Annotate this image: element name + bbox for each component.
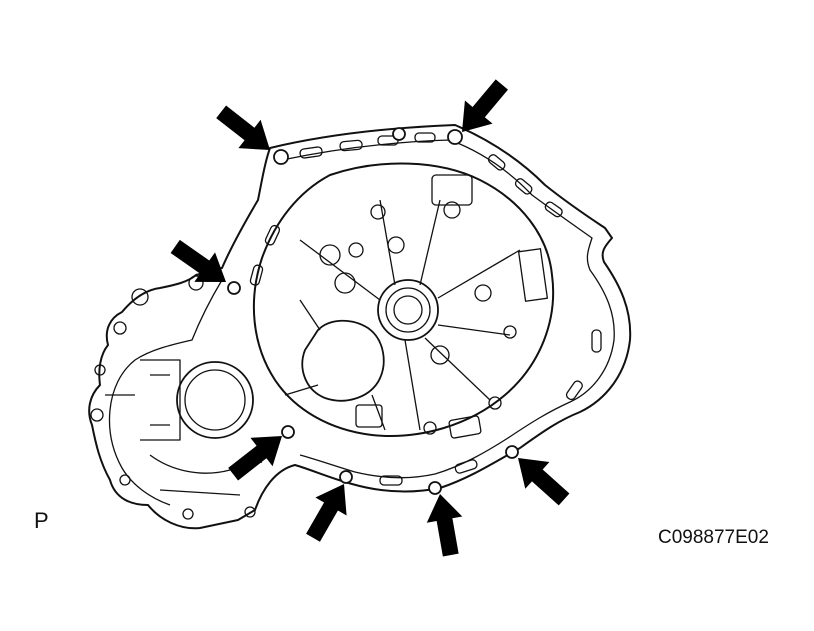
arrow-icon bbox=[462, 79, 508, 132]
arrow-icon bbox=[306, 484, 347, 542]
arrow-icon bbox=[228, 436, 282, 481]
arrow-icon bbox=[216, 105, 270, 150]
left-case bbox=[90, 275, 263, 520]
view-letter: P bbox=[34, 508, 49, 533]
figure-code: C098877E02 bbox=[658, 527, 769, 548]
bell-bore bbox=[252, 162, 555, 439]
bolt-arrows bbox=[170, 79, 570, 557]
flange-slots bbox=[249, 132, 602, 486]
arrow-icon bbox=[518, 458, 570, 506]
housing-outline bbox=[88, 124, 632, 530]
arrow-icon bbox=[426, 494, 463, 557]
arrow-icon bbox=[170, 239, 226, 282]
bolt-holes bbox=[227, 127, 519, 495]
